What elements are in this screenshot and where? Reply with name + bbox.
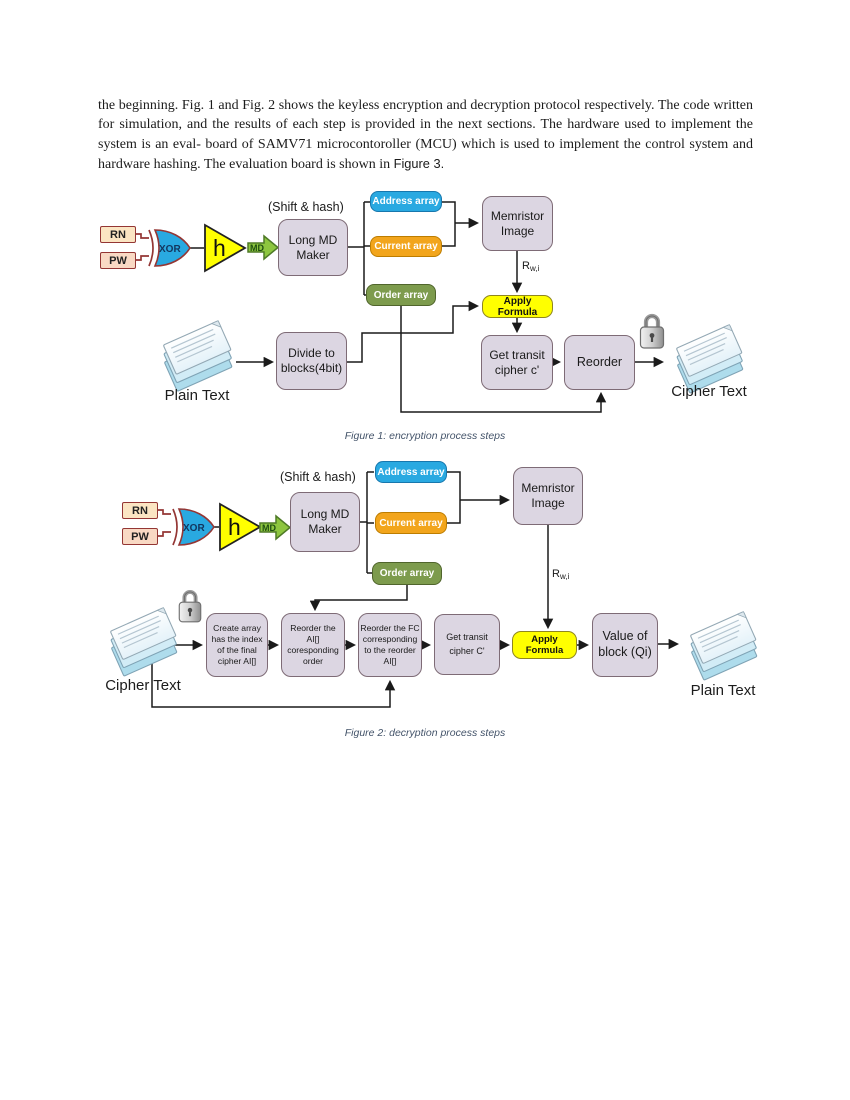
fig1-xor-gate-icon: XOR bbox=[148, 229, 191, 267]
fig2-cipher-text-document-stack-icon bbox=[110, 607, 178, 677]
fig2-address-array-box: Address array bbox=[375, 461, 447, 483]
fig2-md-arrow-icon: MD bbox=[259, 514, 292, 541]
fig1-md-arrow-icon: MD bbox=[247, 234, 280, 261]
fig1-address-array-box: Address array bbox=[370, 191, 442, 212]
reorder-label: Reorder bbox=[576, 354, 623, 369]
fig1-cipher-text-label: Cipher Text bbox=[671, 383, 747, 400]
paragraph-text: the beginning. Fig. 1 and Fig. 2 shows t… bbox=[98, 98, 753, 172]
fig2-current-array-box: Current array bbox=[375, 512, 447, 534]
pw-label: PW bbox=[131, 530, 149, 543]
xor-label: XOR bbox=[159, 244, 181, 255]
fig2-apply-formula-box: Apply Formula bbox=[512, 631, 577, 659]
fig1-reorder-box: Reorder bbox=[564, 335, 635, 390]
fig1-plain-text-document-stack-icon bbox=[163, 320, 233, 392]
value-block-label: Value of block (Qi) bbox=[598, 629, 652, 659]
body-paragraph: the beginning. Fig. 1 and Fig. 2 shows t… bbox=[98, 96, 753, 174]
order-array-label: Order array bbox=[373, 289, 429, 301]
pw-label: PW bbox=[109, 254, 127, 267]
current-array-label: Current array bbox=[379, 517, 443, 529]
fig2-rwi-label: Rw,i bbox=[552, 568, 569, 581]
fig2-xor-gate-icon: XOR bbox=[172, 508, 215, 546]
rwi-sub: w,i bbox=[529, 264, 540, 273]
get-transit-label: Get transit cipher c' bbox=[489, 347, 545, 377]
fig1-long-md-maker-box: Long MD Maker bbox=[278, 219, 348, 276]
hash-label: h bbox=[228, 514, 241, 540]
fig1-order-array-box: Order array bbox=[366, 284, 436, 306]
fig2-create-array-box: Create array has the index of the final … bbox=[206, 613, 268, 677]
get-transit-label: Get transit cipher C' bbox=[446, 632, 488, 656]
long-md-label: Long MD Maker bbox=[288, 232, 338, 262]
memristor-label: Memristor Image bbox=[521, 481, 575, 510]
fig2-memristor-image-box: Memristor Image bbox=[513, 467, 583, 525]
apply-formula-label: Apply Formula bbox=[525, 634, 564, 656]
fig1-current-array-box: Current array bbox=[370, 236, 442, 257]
fig1-cipher-text-document-stack-icon bbox=[676, 324, 744, 394]
fig1-hash-triangle-icon: h bbox=[204, 223, 247, 273]
fig1-rwi-label: Rw,i bbox=[522, 260, 539, 273]
reorder-fc-label: Reorder the FC corresponding to the reor… bbox=[360, 622, 420, 667]
divide-blocks-label: Divide to blocks(4bit) bbox=[280, 346, 343, 375]
fig2-caption: Figure 2: decryption process steps bbox=[344, 727, 506, 739]
apply-formula-label: Apply Formula bbox=[497, 295, 538, 318]
fig2-order-array-box: Order array bbox=[372, 562, 442, 585]
address-array-label: Address array bbox=[377, 466, 445, 478]
fig1-get-transit-box: Get transit cipher c' bbox=[481, 335, 553, 390]
fig2-hash-triangle-icon: h bbox=[219, 502, 262, 552]
fig1-memristor-image-box: Memristor Image bbox=[482, 196, 553, 251]
create-array-label: Create array has the index of the final … bbox=[211, 622, 263, 667]
fig2-rn-box: RN bbox=[122, 502, 158, 519]
rwi-main: R bbox=[522, 260, 530, 272]
current-array-label: Current array bbox=[374, 241, 438, 252]
fig1-rn-box: RN bbox=[100, 226, 136, 243]
fig2-reorder-fc-box: Reorder the FC corresponding to the reor… bbox=[358, 613, 422, 677]
memristor-label: Memristor Image bbox=[490, 208, 545, 238]
fig2-get-transit-box: Get transit cipher C' bbox=[434, 614, 500, 675]
rwi-main: R bbox=[552, 568, 560, 580]
md-label: MD bbox=[250, 243, 264, 253]
fig1-apply-formula-box: Apply Formula bbox=[482, 295, 553, 318]
rn-label: RN bbox=[110, 228, 126, 241]
fig2-reorder-ai-box: Reorder the AI[] coresponding order bbox=[281, 613, 345, 677]
reorder-ai-label: Reorder the AI[] coresponding order bbox=[287, 622, 339, 667]
fig2-cipher-text-label: Cipher Text bbox=[105, 677, 181, 694]
fig1-caption: Figure 1: encryption process steps bbox=[344, 430, 506, 442]
figure3-reference: Figure 3. bbox=[393, 155, 445, 171]
rn-label: RN bbox=[132, 504, 148, 517]
order-array-label: Order array bbox=[379, 568, 435, 579]
rwi-sub: w,i bbox=[559, 572, 570, 581]
fig2-pw-box: PW bbox=[122, 528, 158, 545]
fig2-shift-hash-label: (Shift & hash) bbox=[280, 470, 356, 484]
fig1-divide-blocks-box: Divide to blocks(4bit) bbox=[276, 332, 347, 390]
hash-label: h bbox=[213, 235, 226, 261]
fig1-padlock-icon bbox=[639, 313, 665, 349]
fig2-plain-text-label: Plain Text bbox=[690, 682, 756, 699]
fig2-long-md-maker-box: Long MD Maker bbox=[290, 492, 360, 552]
fig2-plain-text-document-stack-icon bbox=[690, 611, 758, 681]
fig2-value-block-box: Value of block (Qi) bbox=[592, 613, 658, 677]
fig1-pw-box: PW bbox=[100, 252, 136, 269]
fig1-shift-hash-label: (Shift & hash) bbox=[268, 200, 344, 214]
fig1-plain-text-label: Plain Text bbox=[164, 387, 230, 404]
xor-label: XOR bbox=[183, 523, 205, 534]
address-array-label: Address array bbox=[372, 196, 440, 207]
md-label: MD bbox=[262, 523, 276, 533]
fig2-padlock-icon bbox=[178, 590, 202, 623]
long-md-label: Long MD Maker bbox=[300, 507, 350, 536]
